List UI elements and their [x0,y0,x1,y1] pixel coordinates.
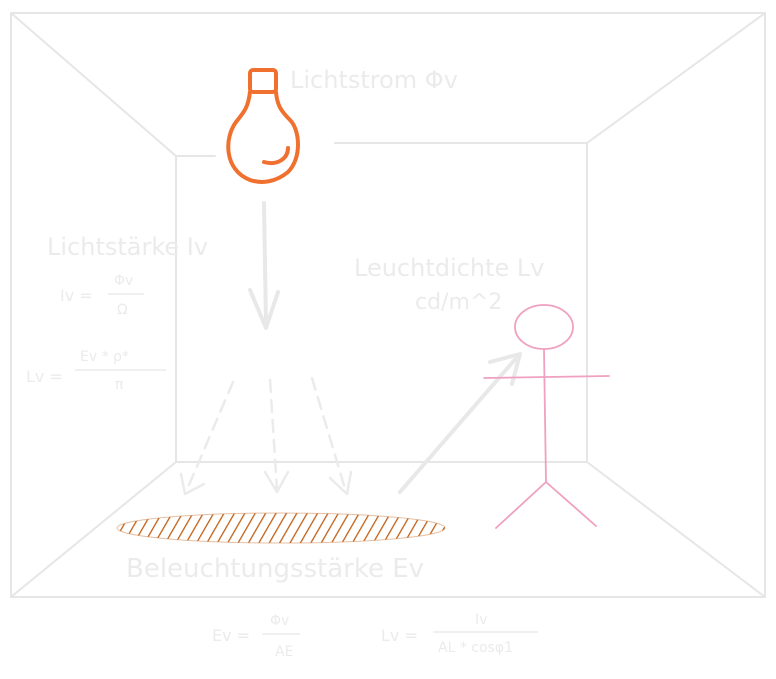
luminance-label: Leuchtdichte Lv [354,254,544,282]
luminous-flux-label: Lichtstrom Φv [290,66,458,94]
reflection-arrow [398,352,522,494]
formula-lhs: Iv = [60,286,93,305]
edge-top-right [586,12,766,144]
formula-lhs: Ev = [212,626,250,645]
illuminance-label: Beleuchtungsstärke Ev [126,554,424,584]
formula-denominator: AE [275,644,293,660]
outer-frame [10,12,766,598]
illuminance-formula: Ev = Φv AE [212,613,300,660]
formula-numerator: Iv [475,612,487,628]
formula-denominator: π [115,377,124,393]
edge-top-left [10,12,177,157]
formula-denominator: Ω [117,302,128,318]
edge-bottom-left [10,461,177,598]
flux-arrow [248,201,280,330]
formula-numerator: Ev * ρ* [80,349,129,365]
dashed-arrows [179,376,353,496]
formula-numerator: Φv [114,273,133,289]
formula-numerator: Φv [270,613,289,629]
luminance-formula: Lv = Iv AL * cosφ1 [381,612,538,656]
back-wall [175,142,588,463]
illuminated-floor-area [116,512,446,544]
light-bulb-icon [226,68,300,184]
room-outline [10,12,766,598]
luminance-unit-label: cd/m^2 [415,290,502,315]
formula-denominator: AL * cosφ1 [438,640,513,656]
formula-lhs: Lv = [26,367,63,386]
luminous-intensity-label: Lichtstärke Iv [47,233,208,261]
formula-lhs: Lv = [381,626,418,645]
edge-bottom-right [586,461,766,598]
observer-person-icon [483,304,610,529]
intensity-formula: Iv = Φv Ω [60,273,144,318]
luminance-reflect-formula: Lv = Ev * ρ* π [26,349,166,393]
